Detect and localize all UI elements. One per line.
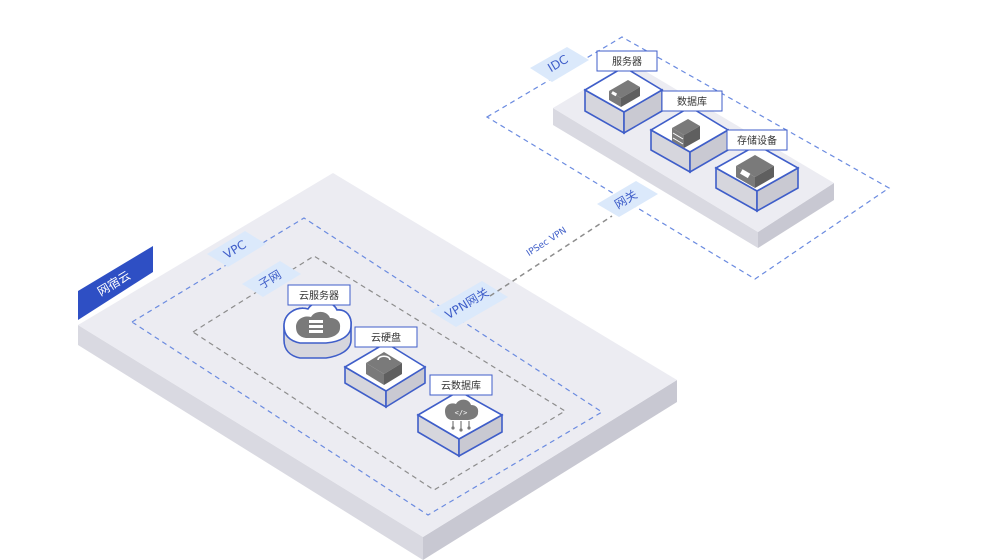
vpc-boundary [130,217,604,516]
idc-server-label-box [596,50,658,72]
idc-gateway-tag: 网关 [597,181,658,217]
cloud-disk-label-box [354,326,418,348]
idc-database-node[interactable]: 数据库 [649,90,730,174]
idc-storage-label: 存储设备 [737,134,777,147]
vpn-gateway-tag-shape [430,281,508,327]
idc-server-label: 服务器 [612,55,642,68]
idc-server-node[interactable]: 服务器 [583,50,664,135]
cloud-platform-right-face [423,380,677,560]
idc-platform-left-face [553,108,758,248]
vpc-tag-shape [207,231,266,267]
cloud-database-node[interactable]: </> 云数据库 [416,374,504,458]
ipsec-vpn-link [489,215,613,297]
cloud-platform-left-face [78,325,423,560]
idc-boundary [485,36,891,280]
idc-database-label: 数据库 [677,95,707,108]
cloud-server-node[interactable]: 云服务器 [283,284,352,359]
idc-database-label-box [661,90,723,112]
ipsec-vpn-link-label: IPSec VPN [525,226,569,259]
cloud-disk-label: 云硬盘 [371,331,401,344]
cloud-database-label: 云数据库 [441,379,481,392]
cloud-brand-banner [78,246,153,320]
cloud-server-label-box [287,284,351,306]
storage-icon [736,155,774,188]
cloud-database-label-box [429,374,493,396]
svg-text:</>: </> [455,409,468,417]
database-icon [672,119,700,148]
subnet-boundary [191,255,567,491]
cloud-disk-icon [366,352,402,385]
cloud-disk-node[interactable]: 云硬盘 [343,326,427,409]
idc-tag: IDC [530,47,589,82]
idc-storage-label-box [726,129,788,151]
cloud-server-label: 云服务器 [299,289,339,302]
idc-gateway-tag-shape [597,181,658,217]
cloud-database-icon: </> [445,399,479,432]
idc-tag-shape [530,47,589,82]
server-icon [609,80,640,107]
cloud-server-icon [296,311,341,338]
idc-storage-node[interactable]: 存储设备 [714,129,800,213]
idc-platform-right-face [758,183,834,248]
subnet-tag-shape [242,261,301,297]
